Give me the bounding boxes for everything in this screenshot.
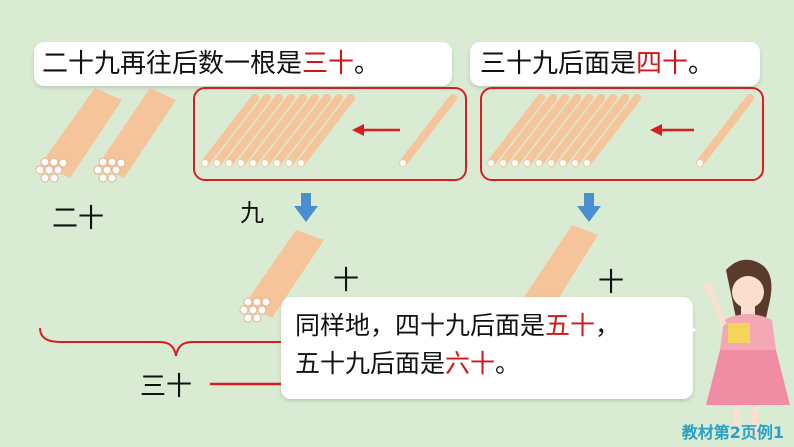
left-arrow-1 bbox=[352, 124, 400, 136]
label-sanshi: 三十 bbox=[140, 372, 193, 402]
speech-line-1: 同样地，四十九后面是五十， bbox=[295, 311, 621, 340]
down-arrow-1 bbox=[294, 193, 318, 222]
loose-sticks-box-1 bbox=[193, 87, 467, 181]
bundle-of-ten-2 bbox=[93, 88, 176, 183]
nine-loose-sticks-2 bbox=[487, 94, 754, 167]
statement-2-end: 。 bbox=[688, 49, 715, 79]
textbook-reference: 教材第2页例1 bbox=[681, 423, 784, 442]
bundle-of-ten-1 bbox=[35, 88, 122, 183]
new-bundle-2 bbox=[522, 225, 598, 312]
statement-2-text: 三十九后面是 bbox=[480, 49, 637, 79]
loose-sticks-box-2 bbox=[480, 87, 764, 181]
teacher-figure bbox=[703, 259, 790, 435]
statement-1-end: 。 bbox=[354, 49, 381, 79]
grouping-brace bbox=[39, 327, 300, 357]
statement-2-highlight: 四十 bbox=[636, 49, 689, 79]
nine-loose-sticks-1 bbox=[201, 94, 457, 167]
statement-bubble-2: 三十九后面是四十。 bbox=[470, 42, 760, 86]
left-arrow-2 bbox=[650, 124, 694, 136]
new-bundle-1 bbox=[239, 230, 324, 323]
speech-bubble-tail bbox=[677, 320, 697, 338]
label-shi-right: 十 bbox=[598, 268, 625, 298]
statement-1-highlight: 三十 bbox=[302, 49, 355, 79]
statement-bubble-1: 二十九再往后数一根是三十。 bbox=[34, 42, 452, 86]
label-shi-left: 十 bbox=[333, 266, 360, 296]
label-jiu: 九 bbox=[240, 199, 264, 227]
label-ershi: 二十 bbox=[52, 204, 105, 234]
teacher-speech-bubble: 同样地，四十九后面是五十， 五十九后面是六十。 bbox=[281, 297, 693, 399]
down-arrow-2 bbox=[577, 193, 601, 222]
speech-line-2: 五十九后面是六十。 bbox=[295, 349, 521, 378]
statement-1-text: 二十九再往后数一根是 bbox=[42, 49, 303, 79]
